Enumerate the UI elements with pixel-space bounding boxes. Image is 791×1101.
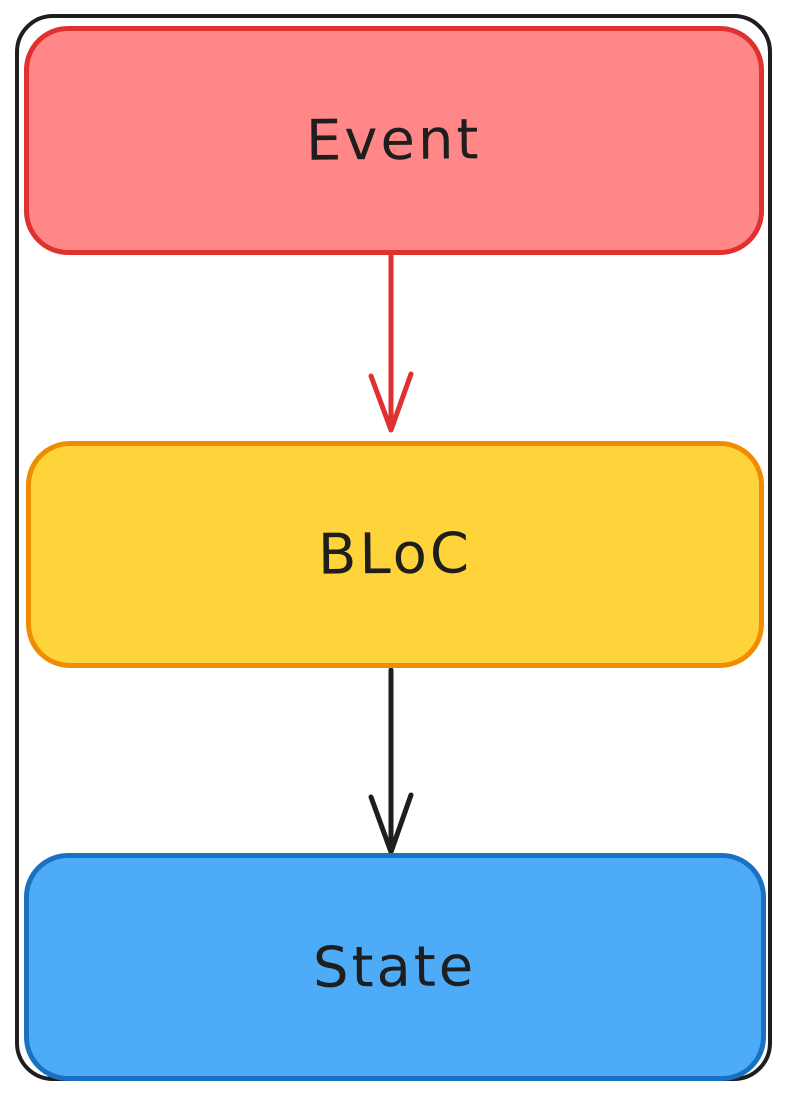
node-state: State — [24, 853, 766, 1081]
node-bloc: BLoC — [26, 441, 764, 668]
node-state-label: State — [313, 933, 477, 1001]
node-event-label: Event — [306, 107, 482, 174]
node-event: Event — [24, 26, 764, 255]
node-bloc-label: BLoC — [317, 521, 473, 588]
